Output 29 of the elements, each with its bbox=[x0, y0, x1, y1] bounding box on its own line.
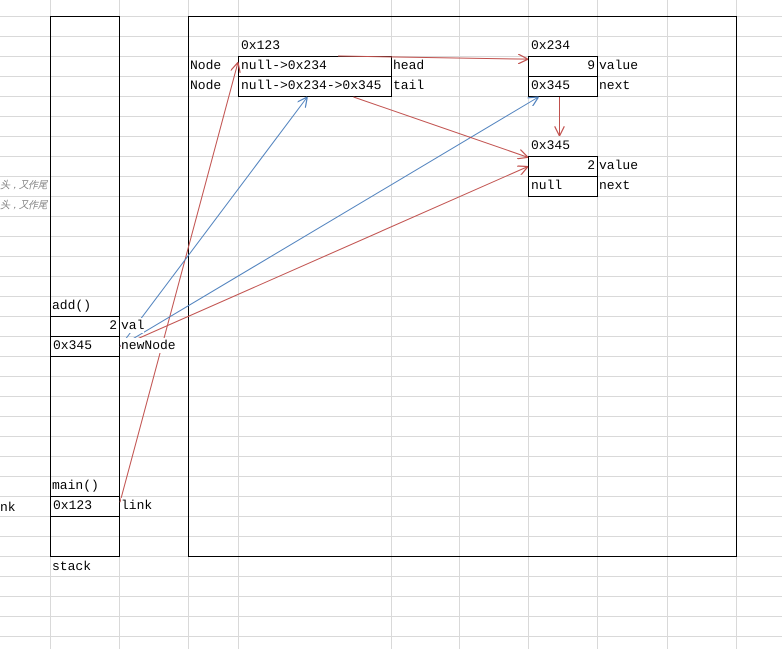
note-text: 头，又作尾 bbox=[0, 178, 48, 193]
field-name: newNode bbox=[121, 338, 176, 353]
type-name: Node bbox=[190, 78, 222, 94]
cell-value: 0x345 bbox=[531, 78, 570, 94]
address-label: 0x234 bbox=[531, 38, 570, 54]
frame-label: add() bbox=[52, 298, 92, 314]
cell-value: null->0x234 bbox=[241, 58, 327, 74]
cell-value: 0x123 bbox=[53, 498, 92, 514]
variable-name: nk bbox=[0, 500, 16, 516]
cell-value: 9 bbox=[587, 58, 595, 74]
arrow bbox=[353, 96, 529, 160]
cell-value: 2 bbox=[109, 318, 117, 334]
arrow bbox=[120, 165, 529, 347]
note-text: 头，又作尾 bbox=[0, 198, 48, 213]
cell-value: null bbox=[531, 178, 562, 194]
address-label: 0x123 bbox=[241, 38, 280, 54]
cell-value: 2 bbox=[587, 158, 595, 174]
field-name: val bbox=[121, 318, 144, 333]
stack-label: stack bbox=[52, 559, 92, 575]
type-name: Node bbox=[190, 58, 222, 74]
heap-box bbox=[188, 16, 737, 557]
cell-value: null->0x234->0x345 bbox=[241, 78, 382, 94]
frame-label: main() bbox=[52, 478, 99, 494]
arrow bbox=[120, 96, 308, 347]
address-label: 0x345 bbox=[531, 138, 570, 154]
arrow bbox=[554, 96, 566, 137]
arrow bbox=[120, 62, 241, 503]
arrow bbox=[338, 53, 529, 65]
cell-value: 0x345 bbox=[53, 338, 92, 354]
